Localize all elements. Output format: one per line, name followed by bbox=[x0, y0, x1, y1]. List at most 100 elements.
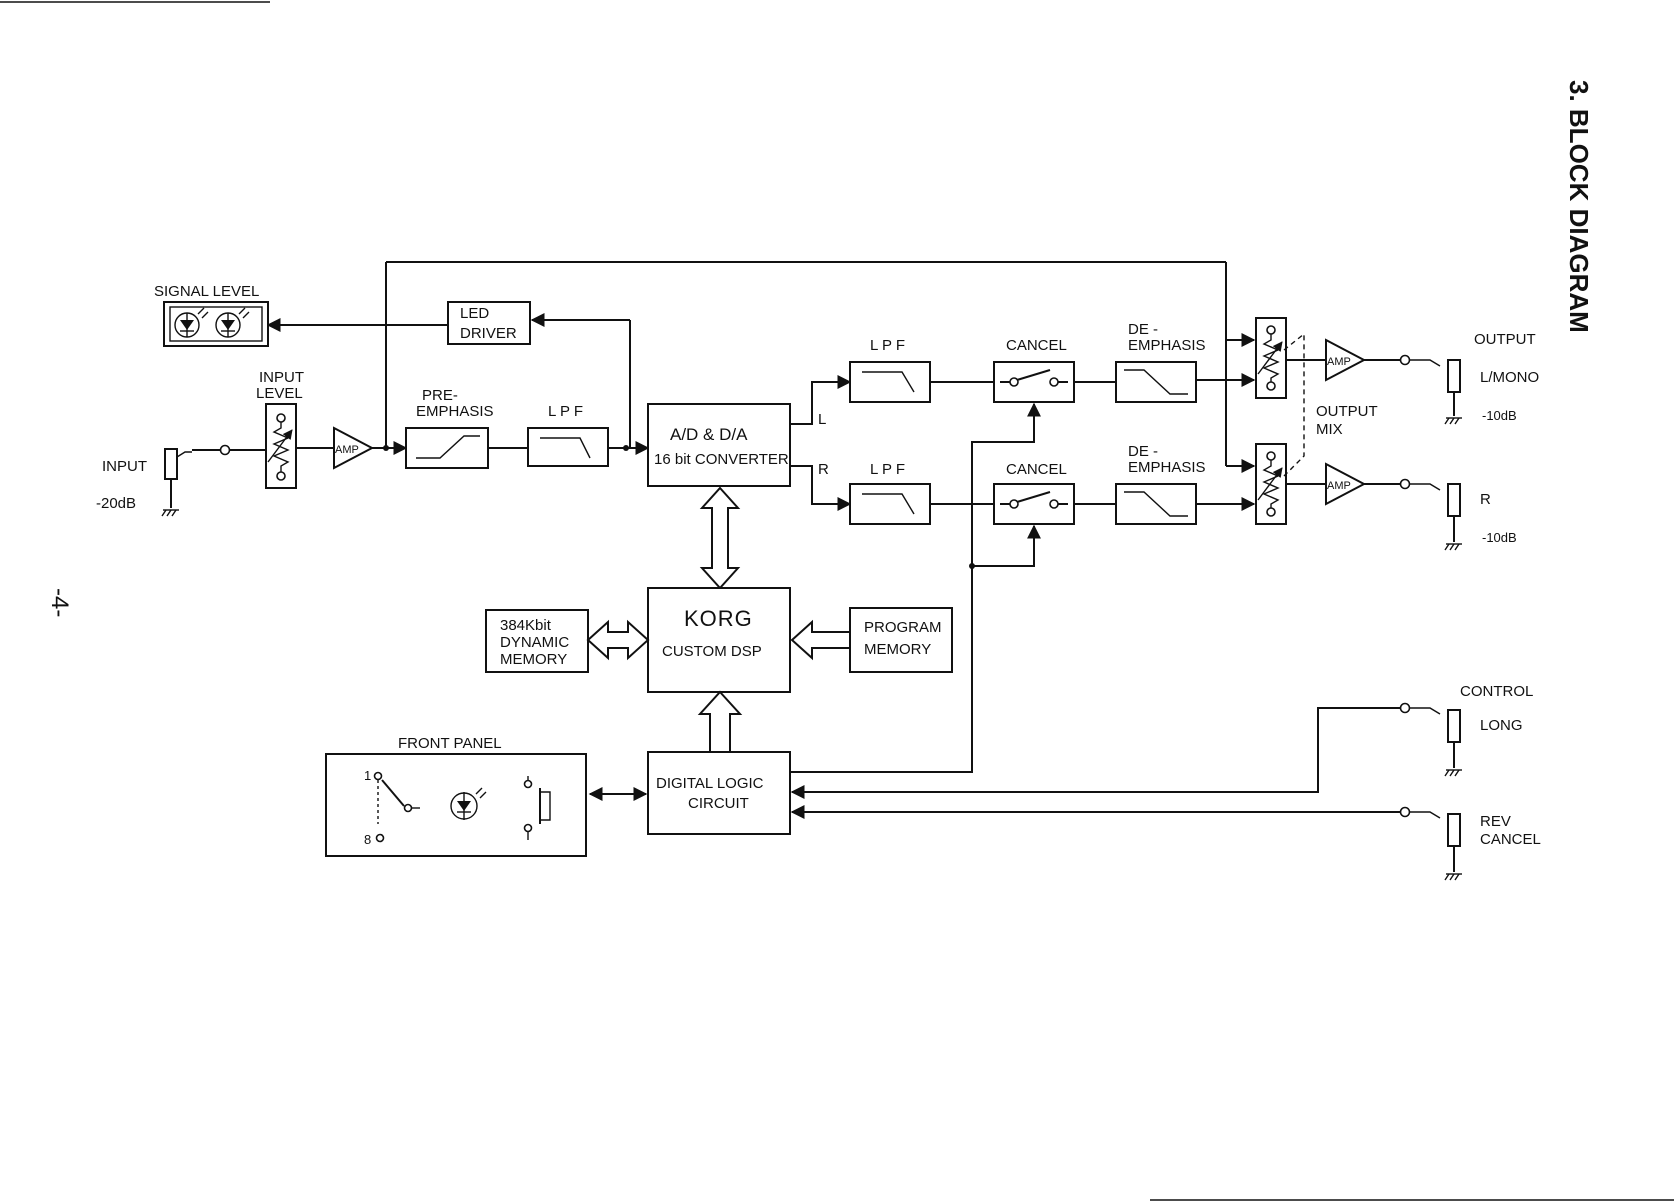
input-terminal bbox=[219, 444, 231, 456]
lpf-l-block bbox=[849, 361, 931, 403]
input-level-db: -20dB bbox=[96, 495, 136, 512]
korg-dsp-block bbox=[647, 587, 791, 693]
front-panel-rotary-switch: 1 8 bbox=[364, 768, 420, 847]
channel-r-label: R bbox=[818, 461, 829, 478]
ad-da-label-2: 16 bit CONVERTER bbox=[654, 451, 789, 468]
bus-dsp-memory bbox=[586, 619, 650, 661]
input-lpf-label: L P F bbox=[548, 403, 583, 420]
led-driver-label-2: DRIVER bbox=[460, 325, 517, 342]
bus-logic-dsp bbox=[697, 690, 743, 753]
input-level-label-2: LEVEL bbox=[256, 385, 303, 402]
output-mix-label-2: MIX bbox=[1316, 421, 1343, 438]
page-title: 3. BLOCK DIAGRAM bbox=[1564, 80, 1594, 333]
wire-out-r bbox=[1410, 483, 1441, 491]
control-rev-cancel-jack bbox=[1444, 813, 1462, 881]
input-label: INPUT bbox=[102, 458, 147, 475]
program-memory-block bbox=[849, 607, 953, 673]
output-l-db: -10dB bbox=[1482, 408, 1517, 423]
input-level-label-1: INPUT bbox=[259, 369, 304, 386]
custom-dsp-label: CUSTOM DSP bbox=[662, 643, 762, 660]
output-terminal-r bbox=[1399, 478, 1411, 490]
input-lpf-curve bbox=[540, 437, 591, 459]
front-panel-block bbox=[325, 753, 587, 857]
dynamic-memory-block bbox=[485, 609, 589, 673]
dynamic-memory-label-3: MEMORY bbox=[500, 651, 567, 668]
page-number: -4- bbox=[46, 588, 73, 617]
output-terminal-l bbox=[1399, 354, 1411, 366]
rev-cancel-label-1: REV bbox=[1480, 813, 1511, 830]
output-amp-l: AMP bbox=[1325, 338, 1367, 382]
de-emphasis-r-curve bbox=[1124, 491, 1188, 517]
program-memory-label-2: MEMORY bbox=[864, 641, 931, 658]
de-emphasis-r-label-2: EMPHASIS bbox=[1128, 459, 1206, 476]
wire-rev-jack bbox=[1410, 811, 1441, 819]
digital-logic-block bbox=[647, 751, 791, 835]
lpf-l-label: L P F bbox=[870, 337, 905, 354]
led-driver-label-1: LED bbox=[460, 305, 489, 322]
wire-long-jack bbox=[1410, 707, 1441, 715]
led-driver-block bbox=[447, 301, 531, 345]
input-amp: AMP bbox=[333, 426, 375, 470]
output-amp-r: AMP bbox=[1325, 462, 1367, 506]
front-panel-led-icon bbox=[450, 787, 487, 820]
svg-text:1: 1 bbox=[364, 768, 371, 783]
cancel-r-label: CANCEL bbox=[1006, 461, 1067, 478]
channel-l-label: L bbox=[818, 411, 826, 428]
signal-level-leds bbox=[163, 301, 269, 347]
junction-lpf bbox=[623, 445, 629, 451]
control-long-label: LONG bbox=[1480, 717, 1523, 734]
lpf-r-curve bbox=[862, 493, 915, 515]
signal-level-label: SIGNAL LEVEL bbox=[154, 283, 259, 300]
de-emphasis-l-label-1: DE - bbox=[1128, 321, 1158, 338]
de-emphasis-l-curve bbox=[1124, 369, 1188, 395]
wire-control-long bbox=[790, 707, 1400, 799]
wire-logic-cancel-l bbox=[971, 402, 1041, 566]
input-level-pot bbox=[265, 403, 297, 489]
pre-emphasis-label-1: PRE- bbox=[422, 387, 458, 404]
control-long-terminal bbox=[1399, 702, 1411, 714]
control-label: CONTROL bbox=[1460, 683, 1533, 700]
de-emphasis-l-label-2: EMPHASIS bbox=[1128, 337, 1206, 354]
svg-text:8: 8 bbox=[364, 832, 371, 847]
dynamic-memory-label-2: DYNAMIC bbox=[500, 634, 569, 651]
control-rev-terminal bbox=[1399, 806, 1411, 818]
svg-text:AMP: AMP bbox=[1327, 480, 1351, 492]
output-r-label: R bbox=[1480, 491, 1491, 508]
output-mix-label-1: OUTPUT bbox=[1316, 403, 1378, 420]
front-panel-push-switch bbox=[523, 776, 551, 840]
output-jack-r bbox=[1444, 483, 1462, 551]
bus-program-dsp bbox=[790, 619, 851, 661]
output-r-db: -10dB bbox=[1482, 530, 1517, 545]
svg-text:AMP: AMP bbox=[335, 444, 359, 456]
output-mix-link bbox=[1283, 332, 1305, 477]
front-panel-label: FRONT PANEL bbox=[398, 735, 502, 752]
wire-out-l bbox=[1410, 359, 1441, 367]
bus-adda-dsp bbox=[699, 486, 741, 590]
control-long-jack bbox=[1444, 709, 1462, 777]
program-memory-label-1: PROGRAM bbox=[864, 619, 942, 636]
lpf-r-label: L P F bbox=[870, 461, 905, 478]
output-label: OUTPUT bbox=[1474, 331, 1536, 348]
output-mix-pot-l bbox=[1255, 317, 1287, 399]
lpf-r-block bbox=[849, 483, 931, 525]
cancel-l-label: CANCEL bbox=[1006, 337, 1067, 354]
ad-da-converter-block bbox=[647, 403, 791, 487]
wire-adda-l bbox=[790, 375, 852, 425]
svg-text:AMP: AMP bbox=[1327, 356, 1351, 368]
input-lpf-block bbox=[527, 427, 609, 467]
de-emphasis-r-label-1: DE - bbox=[1128, 443, 1158, 460]
digital-logic-label-1: DIGITAL LOGIC bbox=[656, 775, 764, 792]
input-jack bbox=[161, 448, 192, 517]
output-jack-l bbox=[1444, 359, 1462, 425]
rev-cancel-label-2: CANCEL bbox=[1480, 831, 1541, 848]
dynamic-memory-label-1: 384Kbit bbox=[500, 617, 552, 634]
output-l-mono-label: L/MONO bbox=[1480, 369, 1539, 386]
wire-adda-r bbox=[790, 465, 852, 511]
output-mix-pot-r bbox=[1255, 443, 1287, 525]
digital-logic-label-2: CIRCUIT bbox=[688, 795, 749, 812]
korg-label: KORG bbox=[684, 606, 753, 631]
pre-emphasis-curve bbox=[416, 435, 480, 459]
ad-da-label-1: A/D & D/A bbox=[670, 425, 748, 444]
lpf-l-curve bbox=[862, 371, 915, 393]
